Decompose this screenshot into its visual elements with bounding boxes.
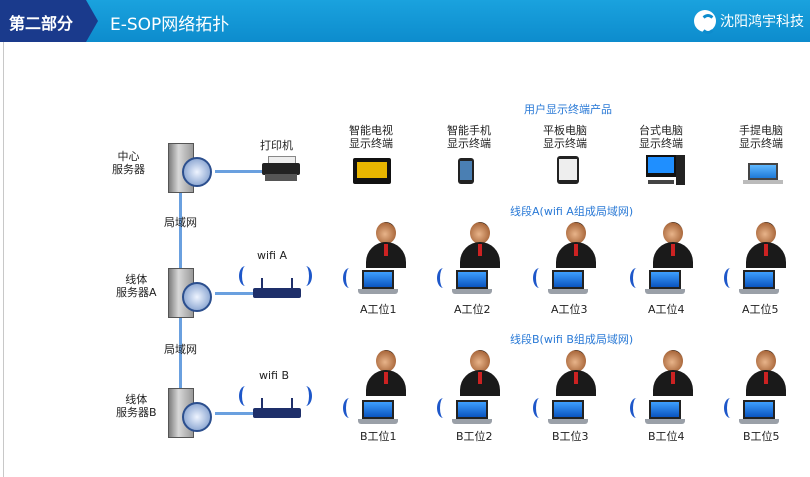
laptop-a2-icon <box>452 270 492 296</box>
worker-a1-icon <box>363 222 409 268</box>
smartphone-icon <box>458 158 474 184</box>
signal-a3-icon <box>533 268 546 288</box>
signal-a4-icon <box>630 268 643 288</box>
laptop-a4-icon <box>645 270 685 296</box>
wifi-b-signal-left-icon <box>239 386 252 406</box>
station-b2-label: B工位2 <box>456 430 493 443</box>
worker-b1-icon <box>363 350 409 396</box>
signal-b2-icon <box>437 398 450 418</box>
laptop-b2-icon <box>452 400 492 426</box>
station-a2-label: A工位2 <box>454 303 491 316</box>
wifi-a-signal-right-icon <box>299 266 312 286</box>
header-bar: 第二部分 E-SOP网络拓扑 沈阳鸿宇科技 <box>0 0 810 42</box>
lan-label-2: 局域网 <box>164 343 197 356</box>
section-tab: 第二部分 <box>0 0 98 42</box>
laptop-b3-icon <box>548 400 588 426</box>
signal-b1-icon <box>343 398 356 418</box>
product-label-laptop: 手提电脑 显示终端 <box>739 124 783 150</box>
signal-a2-icon <box>437 268 450 288</box>
products-title: 用户显示终端产品 <box>524 103 612 116</box>
worker-b2-icon <box>457 350 503 396</box>
lan-label-1: 局域网 <box>164 216 197 229</box>
laptop-a3-icon <box>548 270 588 296</box>
smart-tv-icon <box>353 158 391 184</box>
printer-link <box>215 170 263 173</box>
worker-a4-icon <box>650 222 696 268</box>
worker-a2-icon <box>457 222 503 268</box>
worker-a5-icon <box>743 222 789 268</box>
lan-link-top <box>179 175 182 275</box>
signal-b5-icon <box>724 398 737 418</box>
signal-a5-icon <box>724 268 737 288</box>
line-server-b-icon <box>168 388 212 438</box>
logo-icon <box>694 10 716 34</box>
section-label: 第二部分 <box>9 14 74 33</box>
station-a4-label: A工位4 <box>648 303 685 316</box>
printer-icon <box>262 156 302 182</box>
wifi-b-label: wifi B <box>259 369 290 382</box>
segment-a-title: 线段A(wifi A组成局域网) <box>510 205 634 218</box>
worker-b5-icon <box>743 350 789 396</box>
laptop-a1-icon <box>358 270 398 296</box>
center-server-icon <box>168 143 212 193</box>
printer-label: 打印机 <box>260 139 293 152</box>
tablet-icon <box>557 156 579 184</box>
station-b4-label: B工位4 <box>648 430 685 443</box>
product-label-tv: 智能电视 显示终端 <box>349 124 393 150</box>
laptop-a5-icon <box>739 270 779 296</box>
center-server-label: 中心 服务器 <box>112 150 145 176</box>
company-name: 沈阳鸿宇科技 <box>720 14 804 30</box>
page-border <box>3 42 4 477</box>
signal-b4-icon <box>630 398 643 418</box>
product-label-tablet: 平板电脑 显示终端 <box>543 124 587 150</box>
station-a3-label: A工位3 <box>551 303 588 316</box>
company-logo: 沈阳鸿宇科技 <box>694 9 804 34</box>
wifi-b-signal-right-icon <box>299 386 312 406</box>
station-a1-label: A工位1 <box>360 303 397 316</box>
signal-a1-icon <box>343 268 356 288</box>
wifi-b-link <box>215 412 253 415</box>
wifi-a-signal-left-icon <box>239 266 252 286</box>
worker-b3-icon <box>553 350 599 396</box>
wifi-a-label: wifi A <box>257 249 288 262</box>
laptop-b4-icon <box>645 400 685 426</box>
desktop-computer-icon <box>646 155 685 185</box>
station-b3-label: B工位3 <box>552 430 589 443</box>
line-server-a-icon <box>168 268 212 318</box>
worker-b4-icon <box>650 350 696 396</box>
signal-b3-icon <box>533 398 546 418</box>
station-a5-label: A工位5 <box>742 303 779 316</box>
station-b5-label: B工位5 <box>743 430 780 443</box>
product-label-desktop: 台式电脑 显示终端 <box>639 124 683 150</box>
product-label-phone: 智能手机 显示终端 <box>447 124 491 150</box>
worker-a3-icon <box>553 222 599 268</box>
laptop-b1-icon <box>358 400 398 426</box>
page-title: E-SOP网络拓扑 <box>110 15 230 35</box>
lan-link-bottom <box>179 300 182 400</box>
wifi-b-router-icon <box>249 398 305 424</box>
segment-b-title: 线段B(wifi B组成局域网) <box>510 333 634 346</box>
line-server-a-label: 线体 服务器A <box>116 273 157 299</box>
line-server-b-label: 线体 服务器B <box>116 393 157 419</box>
laptop-icon <box>743 163 783 185</box>
wifi-a-router-icon <box>249 278 305 304</box>
station-b1-label: B工位1 <box>360 430 397 443</box>
wifi-a-link <box>215 292 253 295</box>
laptop-b5-icon <box>739 400 779 426</box>
